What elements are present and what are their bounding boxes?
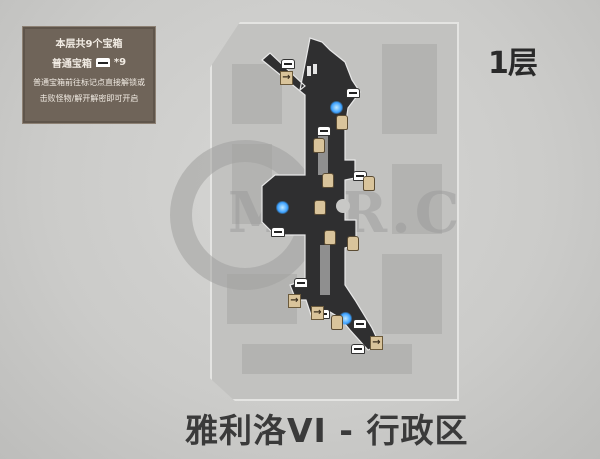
chest-legend-panel: 本层共9个宝箱 普通宝箱 *9 普通宝箱前往标记点直接解锁或 击败怪物/解开解密… <box>22 26 156 124</box>
building-block <box>242 344 412 374</box>
loot-bag-icon[interactable] <box>324 230 336 245</box>
exit-arrow-icon[interactable]: → <box>288 294 301 308</box>
loot-bag-icon[interactable] <box>322 173 334 188</box>
building-block <box>392 164 442 234</box>
loot-bag-icon[interactable] <box>314 200 326 215</box>
teleport-anchor-icon[interactable] <box>330 101 343 114</box>
building-block <box>232 64 282 124</box>
chest-marker-2[interactable] <box>346 88 360 98</box>
legend-chest-count: *9 <box>113 57 127 68</box>
legend-hint-1: 普通宝箱前往标记点直接解锁或 <box>33 78 145 87</box>
stair-mark <box>313 64 317 74</box>
loot-bag-icon[interactable] <box>336 115 348 130</box>
chest-marker-1[interactable] <box>281 59 295 69</box>
legend-hint-2: 击败怪物/解开解密即可开启 <box>39 94 139 103</box>
stair-mark <box>307 66 311 76</box>
building-block <box>382 44 437 134</box>
loot-bag-icon[interactable] <box>313 138 325 153</box>
chest-marker-8[interactable] <box>353 319 367 329</box>
corridor-strip <box>318 135 328 175</box>
exit-arrow-icon[interactable]: → <box>280 71 293 85</box>
chest-marker-9[interactable] <box>351 344 365 354</box>
legend-chest-label: 普通宝箱 <box>51 59 92 70</box>
loot-bag-icon[interactable] <box>363 176 375 191</box>
exit-arrow-icon[interactable]: → <box>370 336 383 350</box>
exit-arrow-icon[interactable]: → <box>311 306 324 320</box>
loot-bag-icon[interactable] <box>331 315 343 330</box>
building-block <box>382 254 442 334</box>
map-title: 雅利洛VI - 行政区 <box>185 411 469 450</box>
pillar <box>336 199 350 213</box>
corridor-strip <box>320 245 330 295</box>
legend-total: 本层共9个宝箱 <box>55 39 123 50</box>
teleport-anchor-icon[interactable] <box>276 201 289 214</box>
loot-bag-icon[interactable] <box>347 236 359 251</box>
chest-marker-5[interactable] <box>271 227 285 237</box>
legend-chest-row: 普通宝箱 *9 <box>23 55 155 70</box>
chest-marker-3[interactable] <box>317 126 331 136</box>
chest-marker-6[interactable] <box>294 278 308 288</box>
chest-icon <box>95 58 110 67</box>
floor-label: 1层 <box>488 46 538 81</box>
